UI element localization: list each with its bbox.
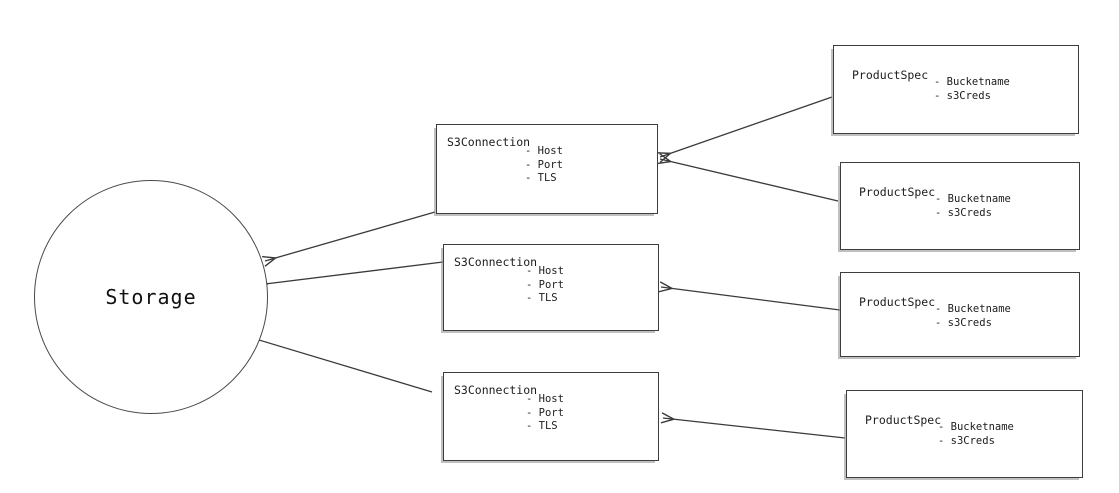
- s3connection-2-attribute-0: - Host: [526, 265, 564, 277]
- productspec-2-title: ProductSpec: [859, 185, 936, 199]
- s3connection-3[interactable]: S3Connection- Host- Port- TLS: [443, 372, 659, 461]
- s3connection-1[interactable]: S3Connection- Host- Port- TLS: [436, 124, 658, 214]
- storage-label: Storage: [105, 285, 197, 309]
- s3connection-3-attribute-2: - TLS: [526, 420, 558, 432]
- productspec-2-attributes: - Bucketname- s3Creds: [935, 193, 1011, 220]
- productspec-1-attribute-0: - Bucketname: [934, 76, 1010, 88]
- edge-s3conn3-to-storage: [245, 331, 433, 393]
- s3connection-3-attribute-1: - Port: [526, 406, 564, 419]
- productspec-3-attribute-0: - Bucketname: [935, 303, 1011, 315]
- productspec-2-attribute-0: - Bucketname: [935, 193, 1011, 205]
- edge-s3conn2-to-storage: [254, 261, 444, 291]
- productspec-3-attributes: - Bucketname- s3Creds: [935, 303, 1011, 330]
- s3connection-1-attributes: - Host- Port- TLS: [525, 145, 563, 186]
- productspec-4[interactable]: ProductSpec- Bucketname- s3Creds: [846, 390, 1083, 478]
- productspec-4-attribute-1: - s3Creds: [938, 434, 995, 447]
- productspec-3[interactable]: ProductSpec- Bucketname- s3Creds: [840, 272, 1080, 357]
- s3connection-2-attribute-1: - Port: [526, 278, 564, 291]
- edge-s3conn1-to-storage: [262, 211, 436, 267]
- productspec-1-title: ProductSpec: [852, 68, 929, 82]
- productspec-1[interactable]: ProductSpec - Bucketname- s3Creds: [833, 45, 1079, 134]
- s3connection-3-attributes: - Host- Port- TLS: [526, 393, 564, 434]
- edge-spec2-to-s3conn1: [657, 153, 839, 202]
- storage-node[interactable]: Storage: [34, 180, 268, 414]
- s3connection-2-attributes: - Host- Port- TLS: [526, 265, 564, 306]
- productspec-4-attributes: - Bucketname- s3Creds: [938, 421, 1014, 448]
- s3connection-2[interactable]: S3Connection- Host- Port- TLS: [443, 244, 659, 331]
- s3connection-3-attribute-0: - Host: [526, 393, 564, 405]
- s3connection-1-attribute-0: - Host: [525, 145, 563, 157]
- productspec-3-attribute-1: - s3Creds: [935, 316, 992, 329]
- productspec-4-title: ProductSpec: [865, 413, 942, 427]
- productspec-2[interactable]: ProductSpec- Bucketname- s3Creds: [840, 162, 1080, 250]
- s3connection-2-attribute-2: - TLS: [526, 292, 558, 304]
- s3connection-3-title: S3Connection: [454, 383, 538, 397]
- productspec-4-attribute-0: - Bucketname: [938, 421, 1014, 433]
- productspec-2-attribute-1: - s3Creds: [935, 206, 992, 219]
- s3connection-1-attribute-1: - Port: [525, 158, 563, 171]
- productspec-3-title: ProductSpec: [859, 295, 936, 309]
- s3connection-1-title: S3Connection: [447, 135, 531, 149]
- s3connection-2-title: S3Connection: [454, 255, 538, 269]
- edge-spec4-to-s3conn3: [660, 412, 846, 439]
- s3connection-1-attribute-2: - TLS: [525, 172, 557, 184]
- productspec-1-attributes: - Bucketname- s3Creds: [934, 76, 1010, 103]
- edge-spec3-to-s3conn2: [658, 281, 841, 311]
- productspec-1-attribute-1: - s3Creds: [934, 89, 991, 102]
- edge-spec1-to-s3conn1: [656, 96, 833, 163]
